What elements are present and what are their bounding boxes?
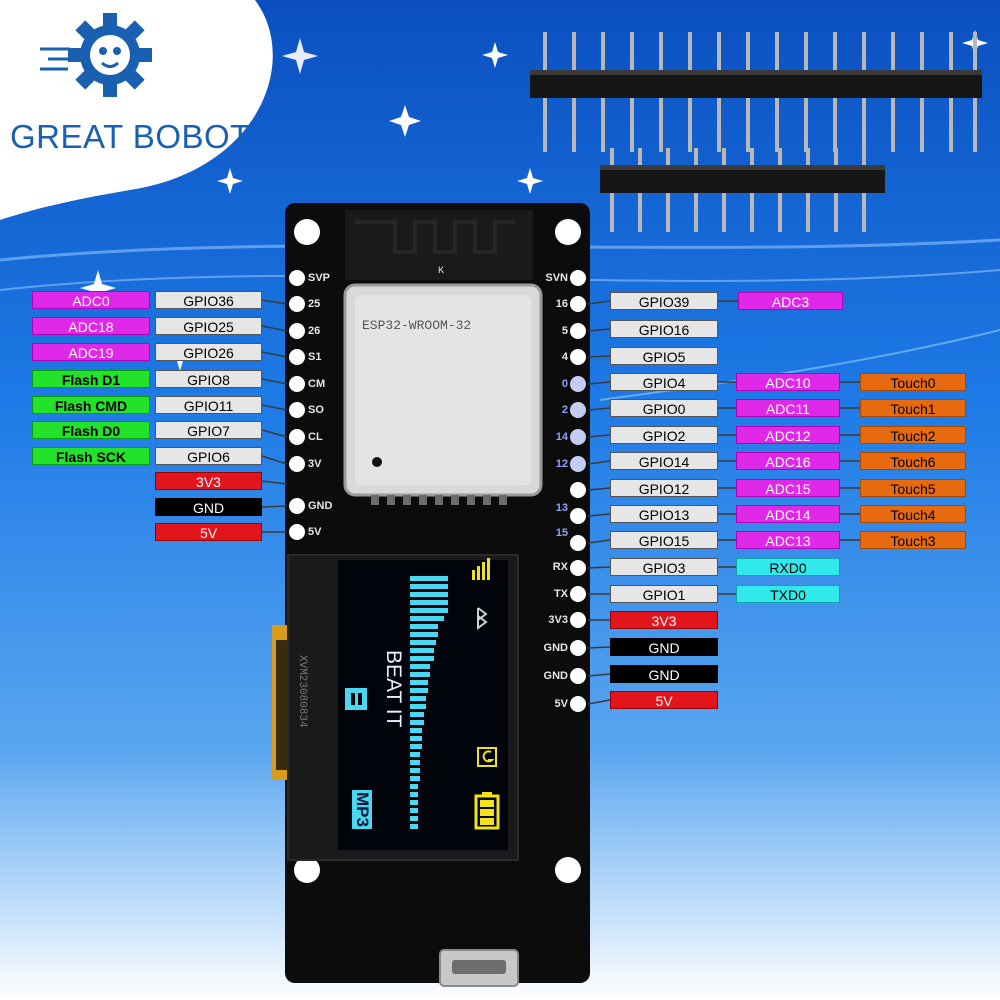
label-gpio2: GPIO2: [610, 426, 718, 444]
label-rxd0: RXD0: [736, 558, 840, 576]
label-gpio13: GPIO13: [610, 505, 718, 523]
label-3v3-left: 3V3: [155, 472, 262, 490]
label-adc14: ADC14: [736, 505, 840, 523]
label-txd0: TXD0: [736, 585, 840, 603]
pin-label-5v: 5V: [308, 526, 322, 538]
label-gpio0: GPIO0: [610, 399, 718, 417]
label-adc18: ADC18: [32, 317, 150, 335]
label-gpio12: GPIO12: [610, 479, 718, 497]
brand-logo-text: GREAT BOBOT: [10, 118, 251, 155]
bluetooth-icon: [477, 607, 488, 630]
label-gpio4: GPIO4: [610, 373, 718, 391]
pin-label-gnd-2: GND: [543, 670, 568, 682]
label-5v-right: 5V: [610, 691, 718, 709]
pin-label-cm: CM: [308, 378, 326, 390]
battery-icon: [474, 792, 500, 830]
pin-label-25: 25: [308, 298, 321, 310]
pin-header-short: [600, 148, 885, 232]
label-gpio25: GPIO25: [155, 317, 262, 335]
pin-label-15: 15: [555, 527, 568, 539]
pause-icon: [345, 688, 367, 710]
gear-icon: [40, 13, 152, 97]
oled-mp3-badge: MP3: [352, 790, 372, 829]
label-gpio8: GPIO8: [155, 370, 262, 388]
label-adc3: ADC3: [738, 292, 843, 310]
label-3v3-right: 3V3: [610, 611, 718, 629]
label-gpio14: GPIO14: [610, 452, 718, 470]
label-gpio6: GPIO6: [155, 447, 262, 465]
signal-icon: [472, 558, 490, 580]
label-flash-d0: Flash D0: [32, 421, 150, 439]
label-adc15: ADC15: [736, 479, 840, 497]
label-gpio15: GPIO15: [610, 531, 718, 549]
label-5v-left: 5V: [155, 523, 262, 541]
label-gpio3: GPIO3: [610, 558, 718, 576]
label-touch2: Touch2: [860, 426, 966, 444]
pin-label-so: SO: [308, 404, 324, 416]
pin-label-3v: 3V: [308, 458, 322, 470]
pin-label-svp: SVP: [308, 272, 331, 284]
label-flash-d1: Flash D1: [32, 370, 150, 388]
label-gpio16: GPIO16: [610, 320, 718, 338]
pin-label-3v3: 3V3: [548, 614, 568, 626]
label-gpio7: GPIO7: [155, 421, 262, 439]
pin-label-gnd-1: GND: [543, 642, 568, 654]
pin-label-16: 16: [555, 298, 568, 310]
label-gpio39: GPIO39: [610, 292, 718, 310]
pin-header-long: [530, 32, 982, 152]
oled-side-code: XVM23080834: [296, 655, 308, 728]
pin-label-5: 5: [561, 325, 568, 337]
label-adc12: ADC12: [736, 426, 840, 444]
pin-label-26: 26: [308, 325, 321, 337]
label-touch5: Touch5: [860, 479, 966, 497]
label-touch1: Touch1: [860, 399, 966, 417]
pin-label-svn: SVN: [545, 272, 568, 284]
label-gnd-right-2: GND: [610, 665, 718, 683]
label-touch4: Touch4: [860, 505, 966, 523]
antenna-mark: K: [438, 266, 445, 277]
pin-label-cl: CL: [308, 431, 323, 443]
oled-song-title: BEAT IT: [382, 650, 405, 728]
label-adc13: ADC13: [736, 531, 840, 549]
label-adc11: ADC11: [736, 399, 840, 417]
label-gpio1: GPIO1: [610, 585, 718, 603]
gps-icon: [477, 747, 497, 767]
label-adc16: ADC16: [736, 452, 840, 470]
label-flash-sck: Flash SCK: [32, 447, 150, 465]
pin-label-2: 2: [561, 404, 568, 416]
label-flash-cmd: Flash CMD: [32, 396, 150, 414]
pin-label-tx: TX: [553, 588, 568, 600]
label-gpio26: GPIO26: [155, 343, 262, 361]
pin-label-0: 0: [561, 378, 568, 390]
label-gpio5: GPIO5: [610, 347, 718, 365]
label-adc10: ADC10: [736, 373, 840, 391]
pin-label-4: 4: [561, 351, 568, 363]
label-gnd-left: GND: [155, 498, 262, 516]
label-gpio36: GPIO36: [155, 291, 262, 309]
pin-label-s1: S1: [308, 351, 322, 363]
label-gpio11: GPIO11: [155, 396, 262, 414]
label-adc0: ADC0: [32, 291, 150, 309]
label-touch3: Touch3: [860, 531, 966, 549]
label-touch0: Touch0: [860, 373, 966, 391]
esp32-board: [272, 203, 590, 987]
module-name: ESP32-WROOM-32: [362, 318, 472, 333]
pin-label-14: 14: [555, 431, 568, 443]
pin-label-gnd: GND: [308, 500, 333, 512]
pin-label-13: 13: [555, 502, 568, 514]
label-gnd-right-1: GND: [610, 638, 718, 656]
label-touch6: Touch6: [860, 452, 966, 470]
pin-label-5v-right: 5V: [554, 698, 568, 710]
pin-label-12: 12: [555, 458, 568, 470]
pin-label-rx: RX: [552, 561, 568, 573]
label-adc19: ADC19: [32, 343, 150, 361]
